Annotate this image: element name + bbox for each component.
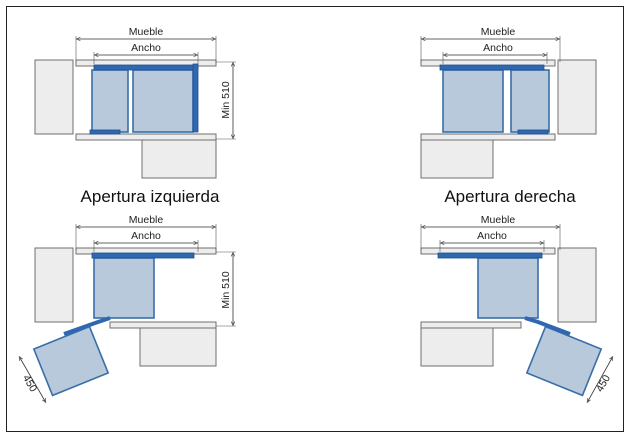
wall-bottom	[75, 133, 217, 141]
label-ancho: Ancho	[477, 230, 507, 242]
wall-bottom	[109, 321, 217, 329]
label-mueble: Mueble	[481, 26, 516, 38]
wall-bottom-left	[420, 139, 494, 179]
wall-right	[557, 59, 597, 135]
cabinet-basket-swung	[525, 325, 603, 397]
wall-bottom-right	[141, 139, 217, 179]
panel-bottom-left: Mueble Ancho Min 510 450	[20, 214, 236, 401]
wall-left	[34, 247, 74, 323]
label-450: 450	[594, 373, 613, 394]
rail	[517, 129, 549, 135]
cabinet-basket	[477, 257, 539, 319]
label-mueble: Mueble	[481, 214, 516, 226]
cabinet-basket	[93, 257, 155, 319]
wall-left	[34, 59, 74, 135]
swing-arm	[63, 316, 111, 336]
label-mueble: Mueble	[129, 214, 164, 226]
rail	[437, 252, 543, 259]
rail	[91, 252, 195, 259]
cabinet-basket-swung	[32, 325, 110, 397]
caption-apertura-derecha: Apertura derecha	[444, 187, 576, 206]
panel-top-left: Mueble Ancho Min 510	[34, 26, 236, 179]
wall-right	[557, 247, 597, 323]
panel-bottom-right: Mueble Ancho 450	[420, 214, 613, 401]
swing-arm	[524, 316, 571, 336]
rail	[192, 63, 199, 133]
label-min510: Min 510	[220, 271, 232, 309]
label-ancho: Ancho	[131, 230, 161, 242]
label-ancho: Ancho	[131, 42, 161, 54]
wall-bottom	[420, 321, 522, 329]
label-ancho: Ancho	[483, 42, 513, 54]
diagram-frame	[6, 6, 624, 432]
label-min510: Min 510	[220, 81, 232, 119]
label-450: 450	[20, 373, 39, 394]
wall-bottom	[420, 133, 556, 141]
dim-450	[20, 358, 45, 401]
rail	[93, 64, 199, 71]
cabinet-basket	[510, 69, 550, 133]
caption-apertura-izquierda: Apertura izquierda	[81, 187, 220, 206]
rail	[439, 64, 545, 71]
label-mueble: Mueble	[129, 26, 164, 38]
rail	[89, 129, 121, 135]
dim-450	[588, 358, 612, 401]
cabinet-basket	[132, 69, 194, 133]
cabinet-basket	[442, 69, 504, 133]
panel-top-right: Mueble Ancho	[420, 26, 597, 179]
wall-bottom-right	[139, 327, 217, 367]
wall-bottom-left	[420, 327, 494, 367]
cabinet-basket	[91, 69, 129, 133]
